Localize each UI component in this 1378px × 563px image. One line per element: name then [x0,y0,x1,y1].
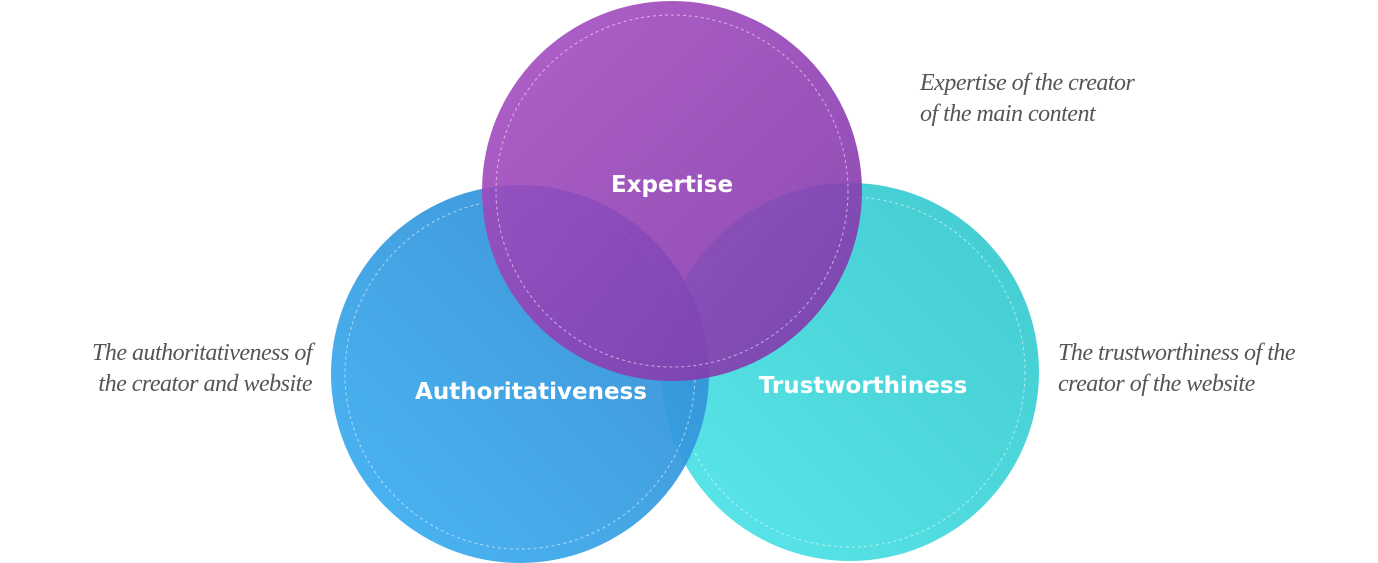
description-trustworthiness-line-1: The trustworthiness of the [1058,340,1296,366]
description-authoritativeness-line-2: the creator and website [98,371,312,397]
description-authoritativeness-line-1: The authoritativeness of [92,340,312,366]
circle-expertise [482,1,862,381]
description-expertise-line-1: Expertise of the creator [920,70,1135,96]
description-expertise: Expertise of the creator of the main con… [920,68,1135,130]
description-trustworthiness: The trustworthiness of the creator of th… [1058,338,1296,400]
label-expertise: Expertise [611,172,733,198]
description-trustworthiness-line-2: creator of the website [1058,371,1255,397]
label-trustworthiness: Trustworthiness [759,373,968,399]
label-authoritativeness: Authoritativeness [415,379,647,405]
description-authoritativeness: The authoritativeness of the creator and… [20,338,312,400]
description-expertise-line-2: of the main content [920,101,1096,127]
